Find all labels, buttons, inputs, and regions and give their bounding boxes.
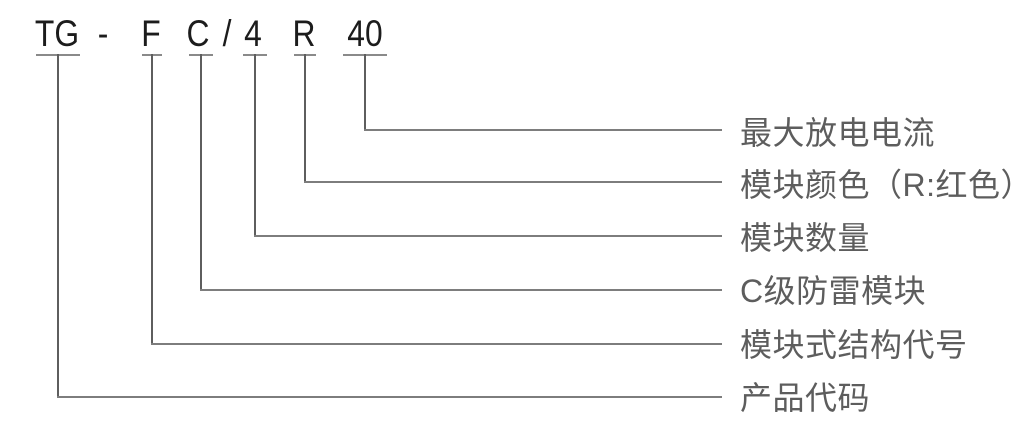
legend-label-class-c-module: C级防雷模块 — [740, 273, 927, 309]
code-part-tg: TG — [34, 13, 80, 54]
legend-label-product-code: 产品代码 — [740, 380, 871, 416]
legend-label-module-quantity: 模块数量 — [740, 220, 871, 256]
connector-line-r — [304, 181, 722, 183]
connector-line-40 — [364, 54, 366, 131]
legend-label-module-color: 模块颜色（R:红色） — [740, 167, 1032, 203]
connector-line-f — [151, 343, 722, 345]
code-part-c: C — [186, 13, 210, 54]
code-part-4: 4 — [244, 13, 262, 54]
code-part-hyphen: - — [97, 13, 109, 54]
connector-line-4 — [254, 235, 722, 237]
code-part-r: R — [292, 13, 316, 54]
connector-line-tg — [57, 54, 59, 398]
connector-line-f — [151, 54, 153, 345]
connector-line-4 — [254, 54, 256, 237]
code-part-40: 40 — [347, 13, 383, 54]
connector-line-c — [200, 289, 722, 291]
connector-line-r — [304, 54, 306, 183]
code-part-f: F — [141, 13, 161, 54]
connector-line-40 — [364, 129, 722, 131]
code-part-slash: / — [222, 13, 232, 54]
legend-label-max-discharge-current: 最大放电电流 — [740, 115, 936, 151]
connector-line-tg — [57, 396, 722, 398]
legend-label-modular-structure-code: 模块式结构代号 — [740, 327, 968, 363]
connector-line-c — [200, 54, 202, 291]
